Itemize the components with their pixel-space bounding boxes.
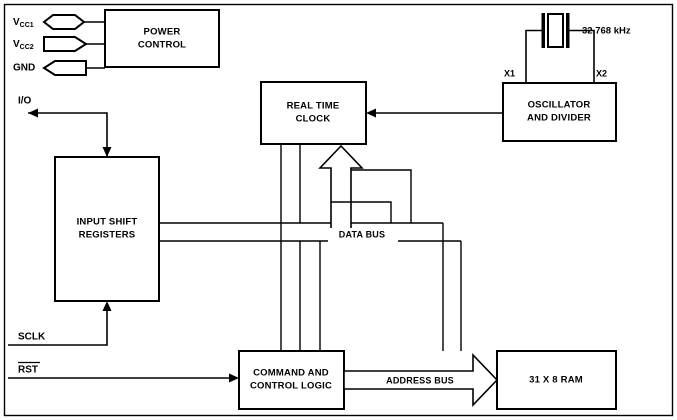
block-input-shift-label-2: REGISTERS [79,230,136,241]
wire-rtc-feedback [331,169,412,223]
block-ram-label: 31 X 8 RAM [529,375,583,386]
pin-label-vcc1: VCC1 [13,17,34,29]
crystal-terminal-label-x1: X1 [504,68,515,78]
block-input-shift-label-1: INPUT SHIFT [77,217,138,228]
pin-label-gnd: GND [13,63,35,74]
crystal-frequency-label: 32.768 kHz [582,26,631,37]
signal-label-rst: RST [18,365,38,376]
bus-arrow-to-rtc [318,144,364,232]
block-power-control-label-1: POWER [144,27,181,38]
block-oscillator-and-divider: OSCILLATOR AND DIVIDER [502,82,617,142]
arrowhead-rst [229,373,239,383]
crystal-terminal-label-x2: X2 [596,68,607,78]
block-command-label-1: COMMAND AND [253,368,329,379]
crystal-plate-left [541,13,545,48]
wire-rtc-bus-legs [280,144,301,351]
wire-io [28,108,112,157]
pin-symbol-gnd [42,60,105,76]
pin-symbol-vcc2 [43,36,105,52]
bus-data [159,222,462,351]
signal-label-io: I/O [18,96,32,107]
block-oscillator-label-2: AND DIVIDER [527,113,591,124]
bus-label-data: DATA BUS [339,229,385,239]
block-command-and-control-logic: COMMAND AND CONTROL LOGIC [238,350,345,410]
block-rtc-label-1: REAL TIME [287,101,340,112]
crystal-symbol [525,13,595,83]
signal-label-sclk: SCLK [18,332,46,343]
wire-oscillator-to-rtc [366,108,503,118]
block-power-control: POWER CONTROL [104,9,220,68]
pin-symbol-vcc1 [42,14,105,30]
block-power-control-label-2: CONTROL [138,40,186,51]
arrowhead-sclk [102,301,112,311]
bus-label-address: ADDRESS BUS [386,375,454,385]
arrowhead-io-in [102,147,112,157]
diagram-border [3,3,674,417]
block-ram: 31 X 8 RAM [496,350,617,410]
data-bus-label-bg [328,228,398,242]
block-input-shift-registers: INPUT SHIFT REGISTERS [54,156,160,302]
address-bus-label-bg [378,374,464,387]
block-oscillator-label-1: OSCILLATOR [528,100,591,111]
wire-rst [8,373,239,383]
block-command-label-2: CONTROL LOGIC [250,381,332,392]
block-rtc-label-2: CLOCK [296,114,331,125]
arrowhead-osc-to-rtc [366,108,376,118]
block-real-time-clock: REAL TIME CLOCK [260,81,367,145]
crystal-plate-right [566,13,570,48]
arrowhead-io-out [28,108,38,118]
wire-sclk [8,301,112,346]
pin-label-vcc2: VCC2 [13,39,34,51]
